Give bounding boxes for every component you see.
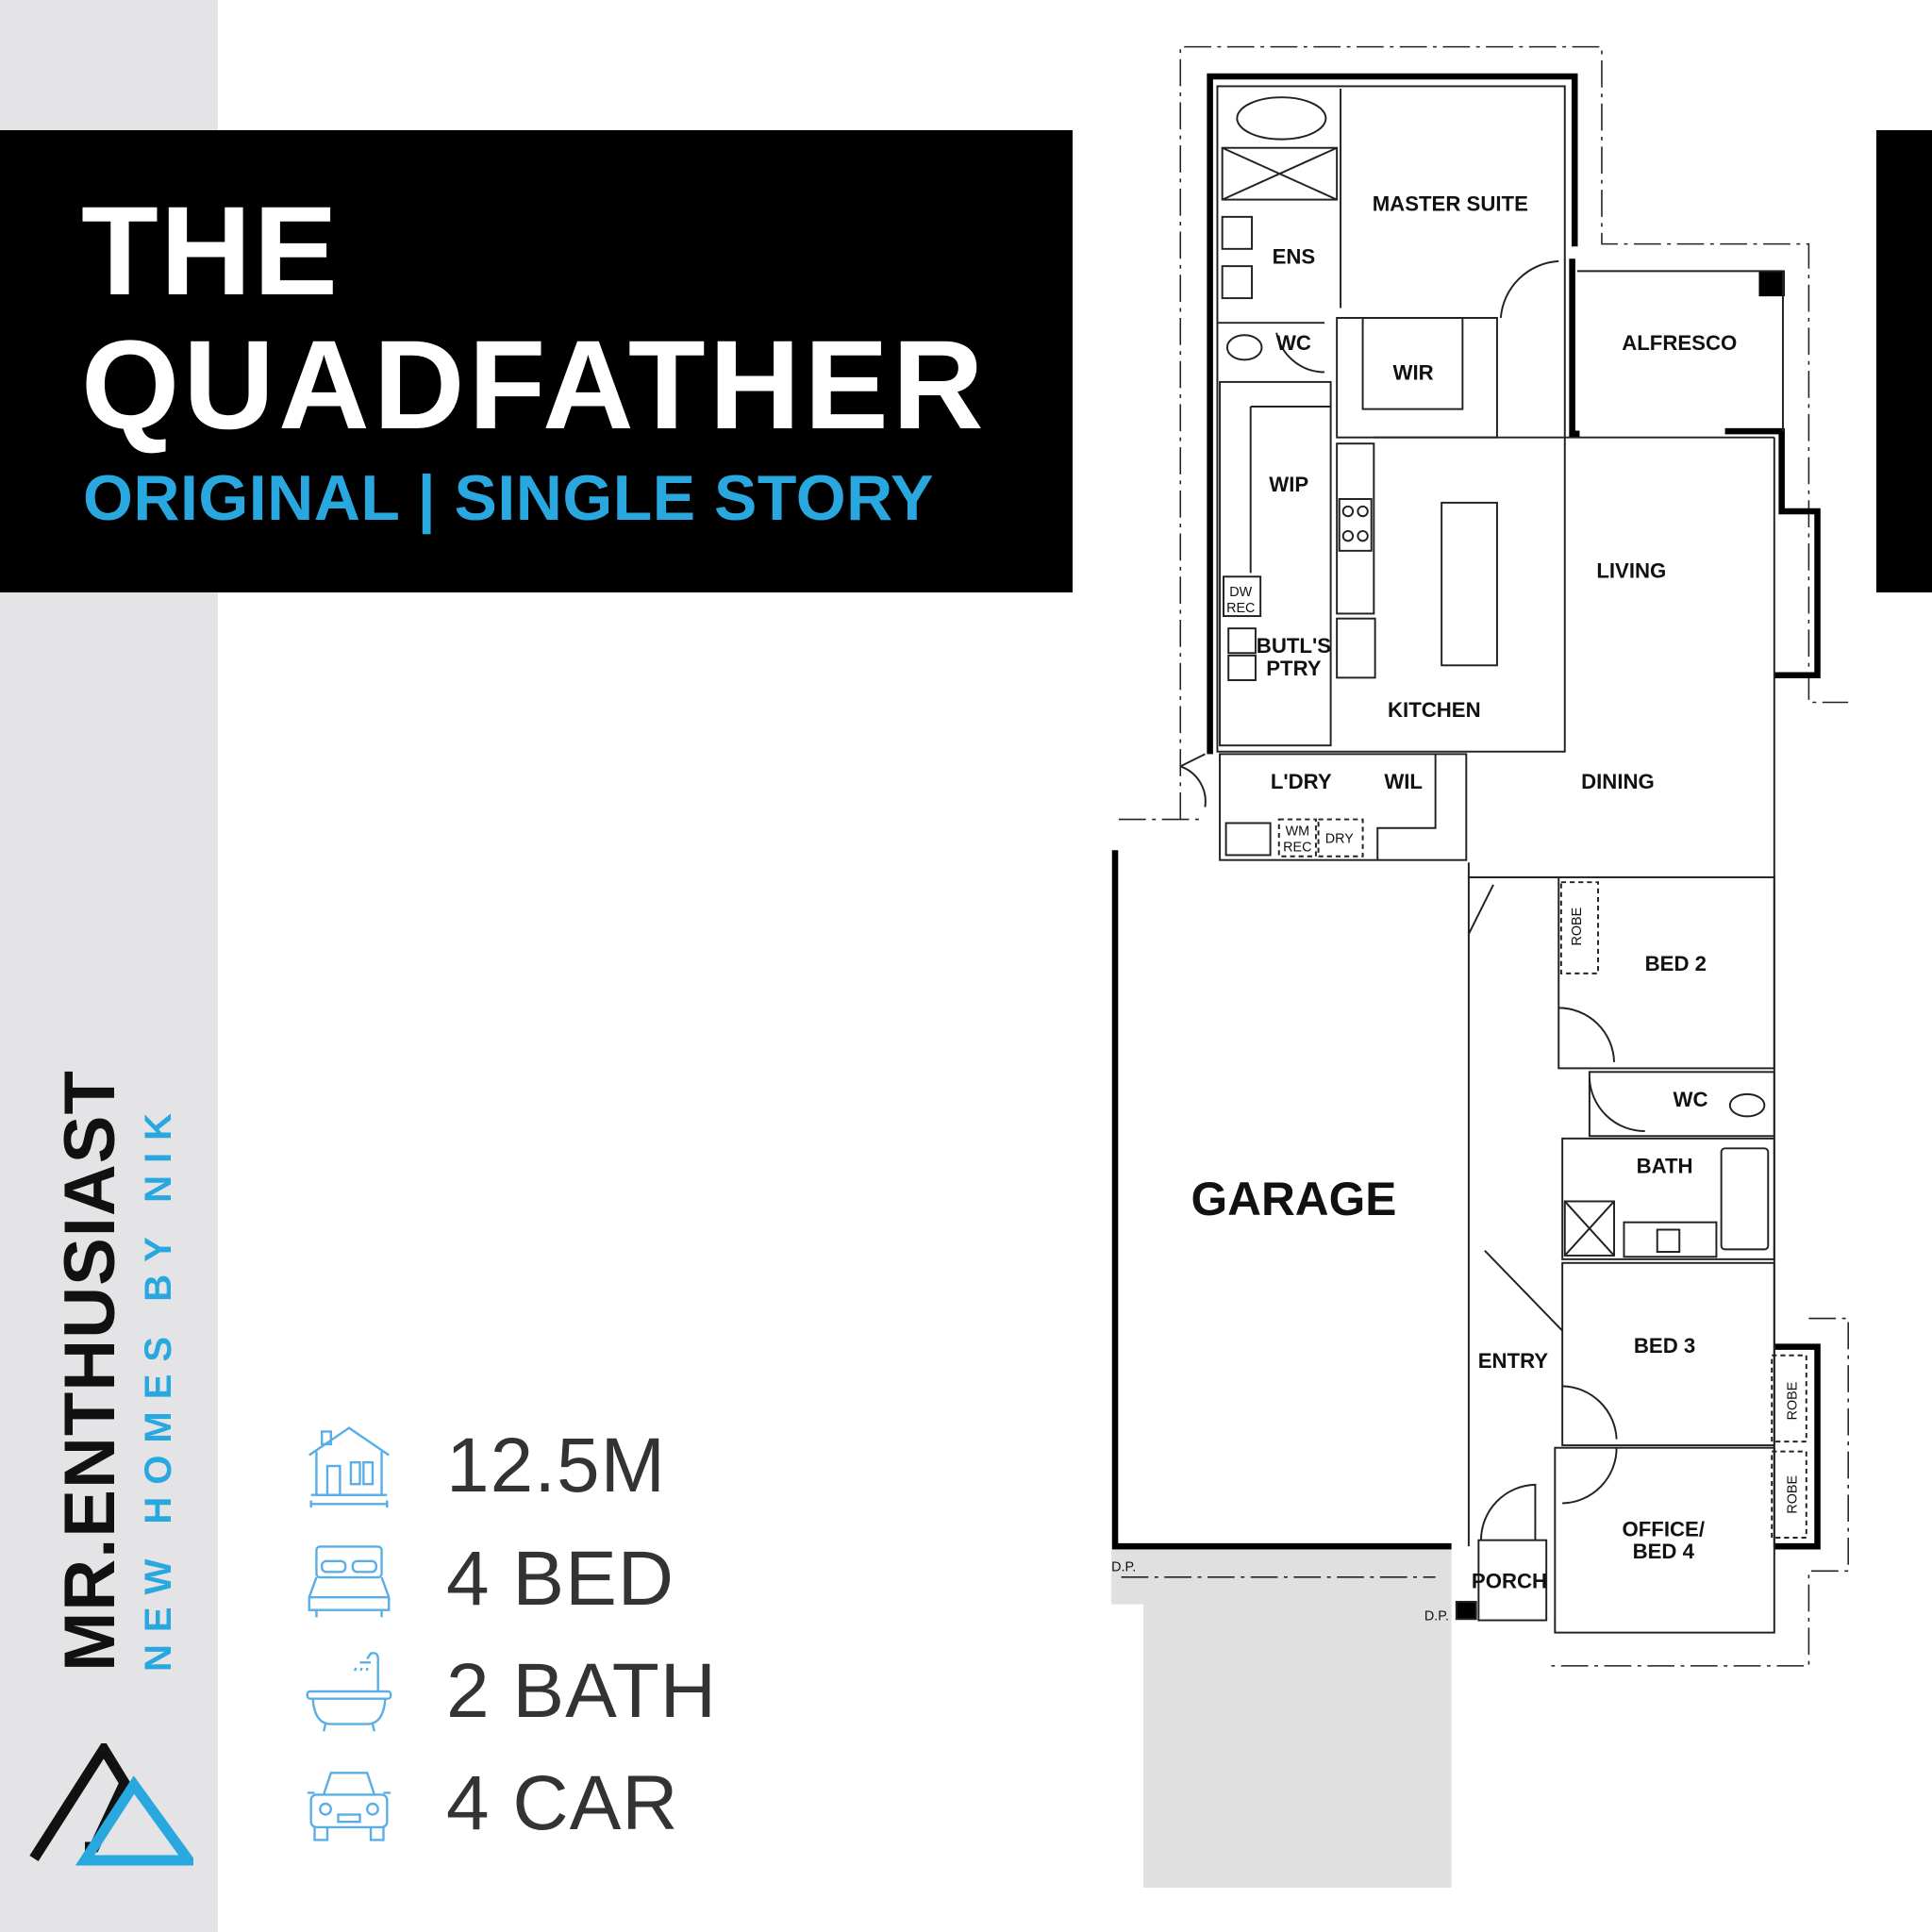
label-dw-rec: REC xyxy=(1226,601,1255,616)
stat-width: 12.5M xyxy=(304,1419,665,1513)
subtitle: ORIGINAL | SINGLE STORY xyxy=(83,462,935,534)
label-laundry: L'DRY xyxy=(1271,770,1332,793)
stat-bathrooms-text: 2 BATH xyxy=(446,1648,717,1734)
label-dryer: DRY xyxy=(1325,831,1354,846)
label-dining: DINING xyxy=(1581,770,1655,793)
stat-bedrooms-text: 4 BED xyxy=(446,1536,675,1622)
label-bed2: BED 2 xyxy=(1645,952,1707,975)
stat-bathrooms: 2 BATH xyxy=(304,1644,716,1739)
driveway xyxy=(1111,1550,1452,1888)
house-width-icon xyxy=(308,1426,390,1508)
car-icon xyxy=(307,1772,391,1841)
exterior-walls xyxy=(1111,73,1821,1550)
site-boundary xyxy=(1118,45,1849,1667)
label-garage: GARAGE xyxy=(1191,1173,1397,1225)
label-robe-bed4: ROBE xyxy=(1785,1475,1800,1514)
label-living: LIVING xyxy=(1596,559,1666,583)
label-bed4: BED 4 xyxy=(1633,1540,1695,1563)
label-wil: WIL xyxy=(1384,770,1423,793)
label-bath: BATH xyxy=(1637,1154,1693,1177)
label-bed3: BED 3 xyxy=(1634,1334,1695,1357)
title-banner xyxy=(0,130,1073,592)
label-wm: WM xyxy=(1286,824,1310,840)
label-entry: ENTRY xyxy=(1478,1349,1549,1373)
label-wir: WIR xyxy=(1393,360,1434,384)
stat-car-spaces-text: 4 CAR xyxy=(446,1760,679,1846)
brand-logo-icon xyxy=(29,1743,193,1866)
label-butlers: BUTL'S xyxy=(1257,634,1331,658)
title-line-2: QUADFATHER xyxy=(81,315,988,456)
label-robe-bed2: ROBE xyxy=(1570,908,1585,946)
label-downpipe-1: D.P. xyxy=(1111,1559,1136,1574)
label-wc-ensuite: WC xyxy=(1276,331,1311,355)
label-alfresco: ALFRESCO xyxy=(1622,331,1737,355)
label-wc-main: WC xyxy=(1674,1088,1708,1111)
label-pantry: PTRY xyxy=(1266,657,1322,680)
interior-walls xyxy=(1179,85,1807,1634)
label-wip: WIP xyxy=(1269,473,1308,496)
label-porch: PORCH xyxy=(1472,1570,1547,1593)
label-dw: DW xyxy=(1229,585,1252,600)
label-ens: ENS xyxy=(1273,245,1316,269)
right-accent-bar xyxy=(1876,130,1932,592)
stat-width-text: 12.5M xyxy=(446,1423,666,1508)
stat-car-spaces: 4 CAR xyxy=(304,1757,678,1851)
label-office: OFFICE/ xyxy=(1623,1518,1706,1541)
title-line-1: THE xyxy=(81,181,340,322)
label-kitchen: KITCHEN xyxy=(1388,698,1481,722)
stat-bedrooms: 4 BED xyxy=(304,1532,674,1626)
label-wm-rec: REC xyxy=(1283,841,1311,856)
label-downpipe-2: D.P. xyxy=(1424,1609,1449,1624)
bathtub-icon xyxy=(306,1652,392,1732)
label-master-suite: MASTER SUITE xyxy=(1373,192,1528,215)
room-labels: MASTER SUITE ENS WC WIR ALFRESCO WIP LIV… xyxy=(1111,192,1800,1624)
label-robe-bed3: ROBE xyxy=(1785,1382,1800,1421)
bed-icon xyxy=(308,1545,391,1618)
